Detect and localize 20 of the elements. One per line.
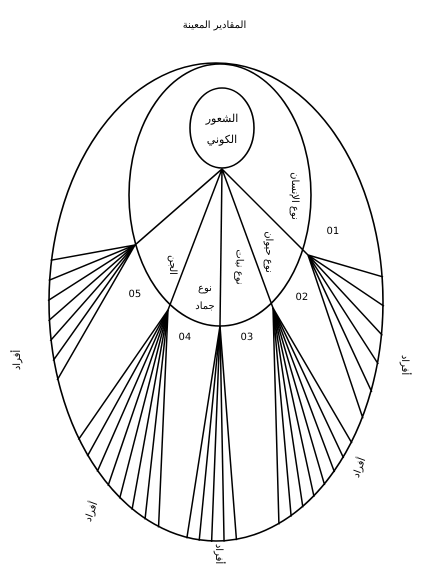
region-number: 01 [326, 226, 340, 238]
inner-ellipse [128, 63, 312, 327]
type-label: الجن [166, 255, 178, 275]
individuals-label: أفراد [212, 544, 224, 564]
region-number: 05 [128, 289, 142, 301]
individuals-label: أفراد [12, 350, 24, 370]
type-label: نوع حيوان [262, 231, 274, 273]
type-label: نوع جماد [194, 282, 216, 314]
region-number: 03 [240, 332, 254, 344]
center-circle [189, 87, 255, 169]
node-text: الشعور الكوني [204, 111, 240, 148]
individuals-label: أفراد [398, 354, 410, 376]
type-label: نوع الإنسان [288, 172, 300, 220]
region-number: 02 [296, 292, 308, 304]
individuals-label: أفراد [83, 500, 102, 524]
type-label: نوع نبات [232, 249, 244, 285]
outer-ellipse [48, 62, 384, 542]
individuals-label: أفراد [351, 456, 370, 480]
region-number: 04 [178, 332, 192, 344]
diagram-title: المقادير المعينة [182, 20, 248, 31]
